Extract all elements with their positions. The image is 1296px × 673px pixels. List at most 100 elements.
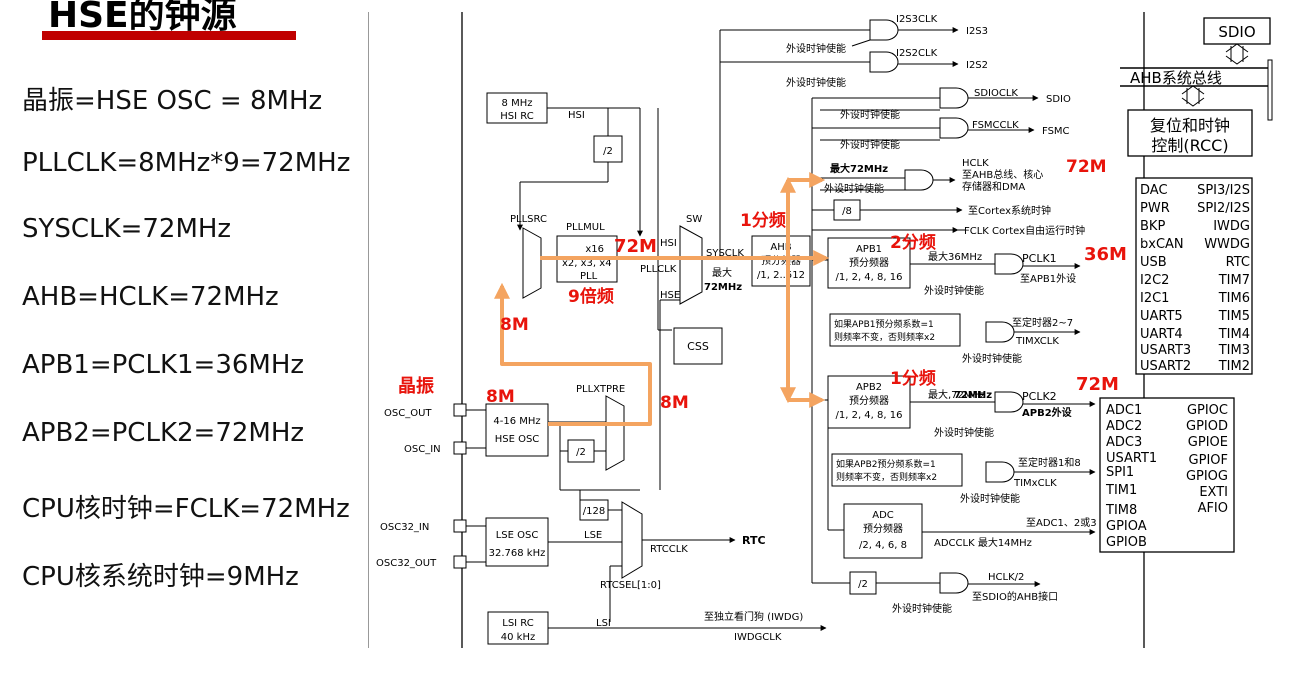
svg-text:USB: USB [1140,255,1167,270]
note-item: SYSCLK=72MHz [22,214,232,244]
svg-text:EXTI: EXTI [1199,485,1228,500]
svg-text:USART2: USART2 [1140,359,1191,374]
svg-text:DAC: DAC [1140,183,1168,198]
svg-text:GPIOA: GPIOA [1106,519,1147,534]
i2s2-gate [869,51,899,73]
svg-text:UART5: UART5 [1140,309,1183,324]
svg-text:则频率不变，否则频率x2: 则频率不变，否则频率x2 [836,471,937,483]
sdio-label: SDIO [1046,94,1071,105]
sw-hse-label: HSE [660,290,680,301]
fsmc-gate [939,117,969,139]
svg-text:SPI2/I2S: SPI2/I2S [1197,201,1250,216]
timxclk2-label: TIMxCLK [1013,478,1057,489]
svg-text:HSE OSC: HSE OSC [495,434,540,445]
pllxtpre-mux [605,395,625,471]
svg-text:预分频器: 预分频器 [863,522,903,535]
hse-osc-block: 4-16 MHz HSE OSC [485,403,549,457]
adc-prescaler-block: ADC 预分频器 /2, 4, 6, 8 [843,503,923,559]
pllxtpre-label: PLLXTPRE [576,384,625,395]
sysclk-label: SYSCLK [706,248,744,259]
max72-value: 72MHz [704,282,742,293]
hclk-72m-annotation: 72M [1066,157,1107,177]
rtcsel-mux [621,501,643,579]
to-timer18-label: 至定时器1和8 [1018,456,1081,469]
svg-text:预分频器: 预分频器 [849,256,889,269]
note-item: CPU核时钟=FCLK=72MHz [22,494,350,524]
apb2-timer-note: 如果APB2预分频系数=1 则频率不变，否则频率x2 [831,453,963,487]
apb2-max-value: 72MHz [954,390,992,401]
svg-text:TIM3: TIM3 [1218,343,1250,358]
fsmcclk-label: FSMCCLK [972,120,1019,131]
adcclk-label: ADCCLK 最大14MHz [934,536,1032,549]
svg-text:USART1: USART1 [1106,451,1157,466]
svg-text:TIM1: TIM1 [1105,483,1137,498]
crystal-annotation: 晶振 [398,375,434,397]
svg-text:/128: /128 [583,506,605,517]
svg-text:bxCAN: bxCAN [1140,237,1184,252]
svg-text:GPIOF: GPIOF [1189,453,1228,468]
svg-text:x2, x3, x4: x2, x3, x4 [562,258,612,269]
svg-text:ADC: ADC [872,510,894,521]
css-block: CSS [673,327,723,365]
hse-signal-path [494,172,830,426]
sdio-periph-box: SDIO [1203,17,1271,45]
sw-label: SW [686,214,702,225]
lse-osc-block: LSE OSC 32.768 kHz [485,517,549,567]
svg-text:GPIOC: GPIOC [1187,403,1228,418]
to-sdio-ahb-label: 至SDIO的AHB接口 [972,590,1058,603]
note-item: AHB=HCLK=72MHz [22,282,279,312]
page-title: HSE的钟源 [48,0,237,36]
apb2-div-annotation: 1分频 [890,368,936,389]
svg-text:TIM7: TIM7 [1218,273,1250,288]
osc32-in-label: OSC32_IN [380,522,429,533]
apb1-enable-label: 外设时钟使能 [924,284,984,297]
apb2-max-label: 最大,72MHz [928,388,985,401]
osc-in-label: OSC_IN [404,444,441,455]
to-timer27-label: 至定时器2~7 [1012,316,1073,329]
timx-enable-label: 外设时钟使能 [962,352,1022,365]
svg-text:GPIOD: GPIOD [1186,419,1228,434]
svg-text:/2: /2 [858,579,868,590]
ahb-div-annotation: 1分频 [740,210,786,231]
rtc-label: RTC [742,534,766,547]
osc32-out-pin [453,555,467,569]
pllclk-label: PLLCLK [640,264,677,275]
apb1-timer-note: 如果APB1预分频系数=1 则频率不变，否则频率x2 [829,313,961,347]
iwdgclk-label: IWDGCLK [734,632,782,643]
osc-out-pin [453,403,467,417]
bus-link-icon [1181,85,1205,107]
svg-text:RTC: RTC [1226,255,1250,270]
svg-text:ADC2: ADC2 [1106,419,1142,434]
hsi-div2-block: /2 [593,135,623,163]
ahb-prescaler-block: AHB 预分频器 /1, 2..512 [751,235,811,287]
svg-text:HSI RC: HSI RC [500,111,533,122]
fsmc-enable-label: 外设时钟使能 [840,138,900,151]
svg-text:USART3: USART3 [1140,343,1191,358]
svg-text:x16: x16 [585,244,604,255]
svg-text:TIM5: TIM5 [1218,309,1250,324]
i2s2clk-label: I2S2CLK [896,48,938,59]
svg-text:如果APB2预分频系数=1: 如果APB2预分频系数=1 [836,458,936,470]
osc32-in-pin [453,519,467,533]
svg-text:SPI3/I2S: SPI3/I2S [1197,183,1250,198]
hclk2-label: HCLK/2 [988,572,1024,583]
osc-in-pin [453,441,467,455]
svg-text:4-16 MHz: 4-16 MHz [493,416,540,427]
to-iwdg-label: 至独立看门狗 (IWDG) [704,610,803,623]
i2s2-label: I2S2 [966,60,988,71]
rtcclk-label: RTCCLK [650,544,688,555]
svg-text:GPIOB: GPIOB [1106,535,1147,550]
pclk1-gate [994,253,1024,275]
svg-text:APB1: APB1 [856,244,882,255]
svg-text:BKP: BKP [1140,219,1165,234]
svg-text:32.768 kHz: 32.768 kHz [489,548,546,559]
lsi-label: LSI [596,618,611,629]
pclk1-36m-annotation: 36M [1084,244,1127,265]
svg-text:如果APB1预分频系数=1: 如果APB1预分频系数=1 [834,318,934,330]
i2s3-label: I2S3 [966,26,988,37]
sw-hsi-label: HSI [660,238,677,249]
divider [368,12,369,648]
svg-text:/2, 4, 6, 8: /2, 4, 6, 8 [859,540,907,551]
svg-text:复位和时钟: 复位和时钟 [1150,116,1230,135]
div128-block: /128 [579,499,609,521]
